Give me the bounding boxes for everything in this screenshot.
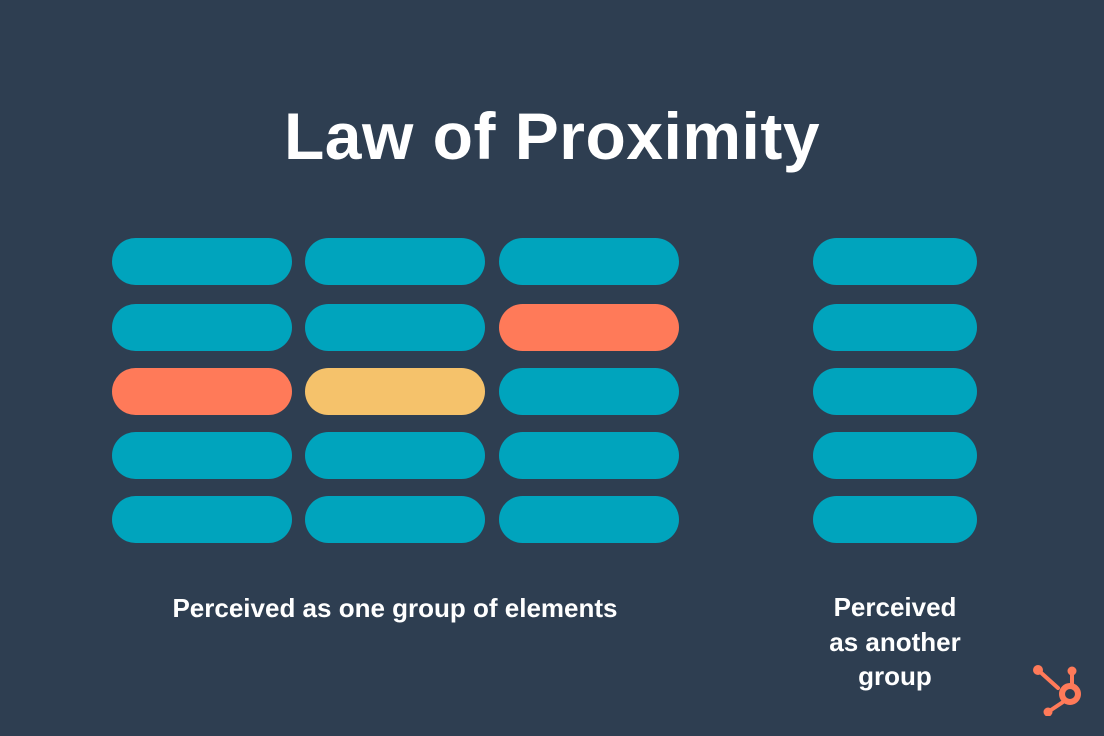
pill-teal bbox=[112, 238, 292, 285]
pill-teal bbox=[112, 496, 292, 543]
group-two-caption: Perceived as another group bbox=[795, 590, 995, 694]
group-one-caption: Perceived as one group of elements bbox=[172, 593, 618, 623]
pill-teal bbox=[813, 304, 977, 351]
pill-teal bbox=[813, 432, 977, 479]
pill-teal bbox=[499, 238, 679, 285]
pill-teal bbox=[305, 238, 485, 285]
pill-coral bbox=[499, 304, 679, 351]
caption-line: group bbox=[858, 661, 932, 691]
pill-teal bbox=[499, 432, 679, 479]
pill-teal bbox=[305, 496, 485, 543]
pill-teal bbox=[112, 304, 292, 351]
pill-teal bbox=[305, 304, 485, 351]
diagram-title: Law of Proximity bbox=[283, 99, 821, 173]
pill-teal bbox=[499, 496, 679, 543]
pill-teal bbox=[813, 238, 977, 285]
pill-teal bbox=[813, 368, 977, 415]
caption-line: as another bbox=[829, 626, 961, 657]
pill-teal bbox=[112, 432, 292, 479]
pill-yellow bbox=[305, 368, 485, 415]
pill-teal bbox=[305, 432, 485, 479]
caption-line: Perceived bbox=[833, 592, 957, 622]
pill-teal bbox=[499, 368, 679, 415]
pill-teal bbox=[813, 496, 977, 543]
pill-coral bbox=[112, 368, 292, 415]
hubspot-sprocket-icon bbox=[1033, 665, 1081, 716]
